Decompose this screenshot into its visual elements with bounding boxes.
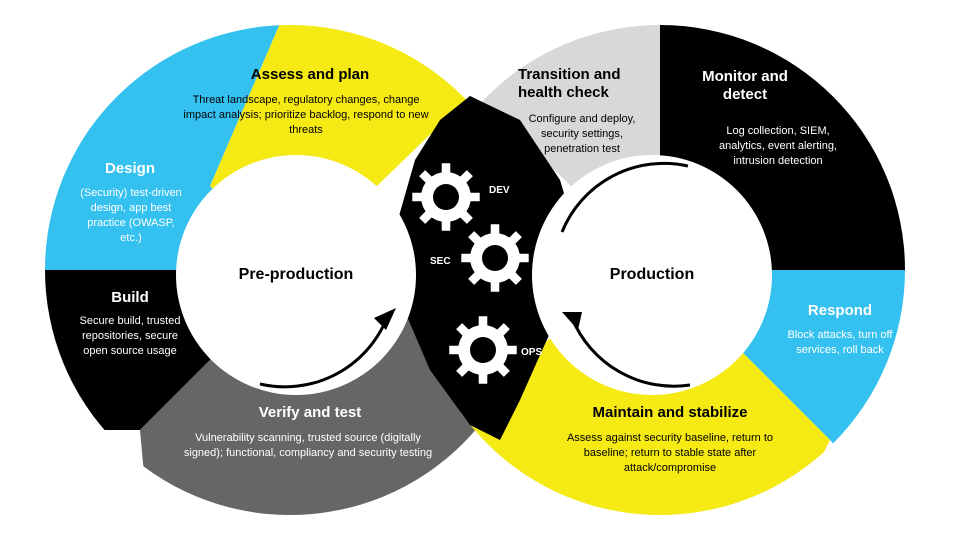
transition-and-health-check-description: Configure and deploy, security settings,…: [528, 113, 636, 155]
production-lower-arrow: [570, 317, 691, 388]
production-inner-circle: [532, 155, 772, 395]
gear-hole: [482, 245, 508, 271]
preproduction-arrowhead: [374, 308, 396, 330]
sec-gear-icon: [461, 224, 529, 292]
sec-gear-label: SEC: [430, 256, 451, 267]
dev-gear-label: DEV: [489, 185, 510, 196]
verify-and-test-description: Vulnerability scanning, trusted source (…: [183, 432, 433, 459]
build-description: Secure build, trusted repositories, secu…: [79, 315, 181, 357]
ops-gear-label: OPS: [521, 347, 543, 358]
respond-description: Block attacks, turn off services, roll b…: [787, 329, 893, 356]
production-label: Production: [609, 266, 695, 283]
design-title: Design: [104, 160, 155, 177]
verify-and-test-title: Verify and test: [258, 404, 362, 421]
gear-hole: [470, 337, 496, 363]
build-title: Build: [111, 289, 149, 306]
ops-gear-icon: [449, 316, 517, 384]
design-description: (Security) test-driven design, app best …: [80, 187, 182, 244]
assess-and-plan-description: Threat landscape, regulatory changes, ch…: [183, 94, 429, 136]
gear-hole: [433, 184, 459, 210]
production-arrowhead: [562, 312, 582, 330]
assess-and-plan-title: Assess and plan: [250, 66, 370, 83]
preproduction-label: Pre-production: [238, 266, 354, 283]
monitor-and-detect-title: Monitor and detect: [702, 68, 788, 103]
segment-maintain-and-stabilize: [440, 270, 830, 515]
dev-gear-icon: [412, 163, 480, 231]
production-cycle-arrow: [560, 161, 689, 233]
monitor-and-detect-description: Log collection, SIEM, analytics, event a…: [718, 125, 837, 167]
maintain-and-stabilize-title: Maintain and stabilize: [592, 404, 748, 421]
transition-and-health-check-title: Transition and health check: [518, 66, 621, 101]
preproduction-cycle-arrow: [259, 319, 388, 389]
segment-respond: [660, 270, 905, 515]
respond-title: Respond: [807, 302, 873, 319]
maintain-and-stabilize-description: Assess against security baseline, return…: [566, 432, 774, 474]
preproduction-inner-circle: [176, 155, 416, 395]
